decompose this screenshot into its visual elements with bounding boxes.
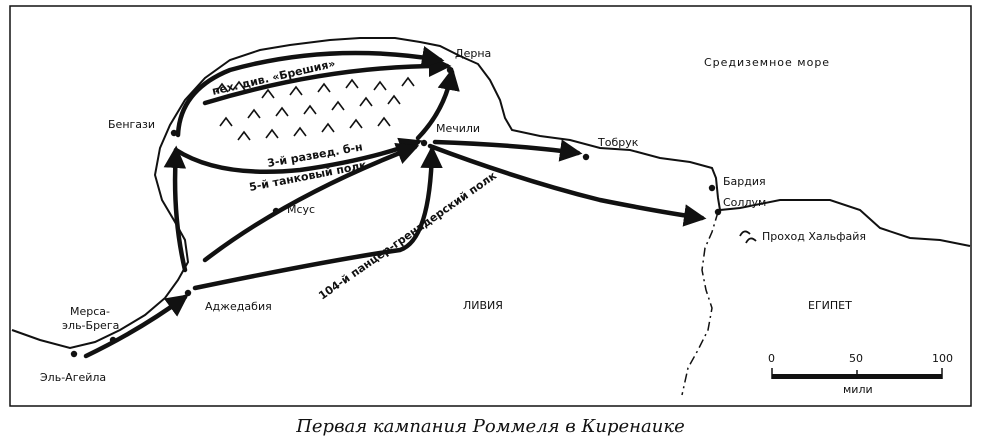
scale-bar: 0 50 100 мили	[768, 352, 953, 396]
label-derna: Дерна	[455, 47, 491, 60]
label-mechili: Мечили	[436, 122, 480, 135]
dot-el-agheila	[70, 350, 78, 358]
scale-tick-100: 100	[932, 352, 953, 365]
map-frame	[9, 5, 972, 407]
settlements	[70, 66, 722, 358]
dot-tobruk	[582, 153, 590, 161]
label-bardia: Бардия	[723, 175, 766, 188]
route-mechili-derna	[415, 67, 460, 141]
route-mechili-tobruk	[432, 139, 583, 162]
unit-pzgren: 104-й панцер-гренадерский полк	[316, 169, 499, 303]
route-brescia	[202, 54, 452, 106]
dot-msus	[272, 207, 280, 215]
scale-unit: мили	[843, 383, 873, 396]
label-halfaya: Проход Хальфайя	[762, 230, 866, 243]
label-msus: Мсус	[287, 203, 315, 216]
border-line	[681, 211, 719, 396]
halfaya-pass-mark	[739, 230, 757, 244]
label-el-agheila: Эль-Агейла	[40, 371, 106, 384]
dot-benghazi	[170, 129, 178, 137]
advance-routes	[83, 45, 707, 359]
label-mersa-2: эль-Брега	[62, 319, 119, 332]
label-egypt: ЕГИПЕТ	[808, 299, 852, 312]
route-ajdabiya-benghazi	[163, 145, 188, 273]
label-ajdabiya: Аджедабия	[205, 300, 272, 313]
dot-ajdabiya	[184, 289, 192, 297]
route-msus-mechili	[202, 142, 420, 263]
dot-derna	[446, 66, 454, 74]
map-caption: Первая кампания Роммеля в Киренаике	[296, 416, 685, 437]
label-libya: ЛИВИЯ	[463, 299, 503, 312]
dot-sollum	[714, 208, 722, 216]
label-sollum: Соллум	[723, 196, 766, 209]
label-sea: Средиземное море	[704, 56, 830, 69]
dot-mechili	[420, 139, 428, 147]
scale-tick-0: 0	[768, 352, 775, 365]
route-pzgren	[192, 145, 443, 291]
label-benghazi: Бенгази	[108, 118, 155, 131]
route-mechili-sollum	[427, 143, 707, 227]
route-benghazi-mechili	[173, 137, 423, 174]
escarpment	[215, 76, 415, 141]
dot-bardia	[708, 184, 716, 192]
route-agheila-ajdabiya	[83, 294, 189, 359]
label-mersa-1: Мерса-	[70, 305, 110, 318]
route-benghazi-derna	[175, 45, 445, 138]
dot-mersa	[109, 336, 117, 344]
scale-tick-50: 50	[849, 352, 863, 365]
label-tobruk: Тобрук	[597, 136, 639, 149]
